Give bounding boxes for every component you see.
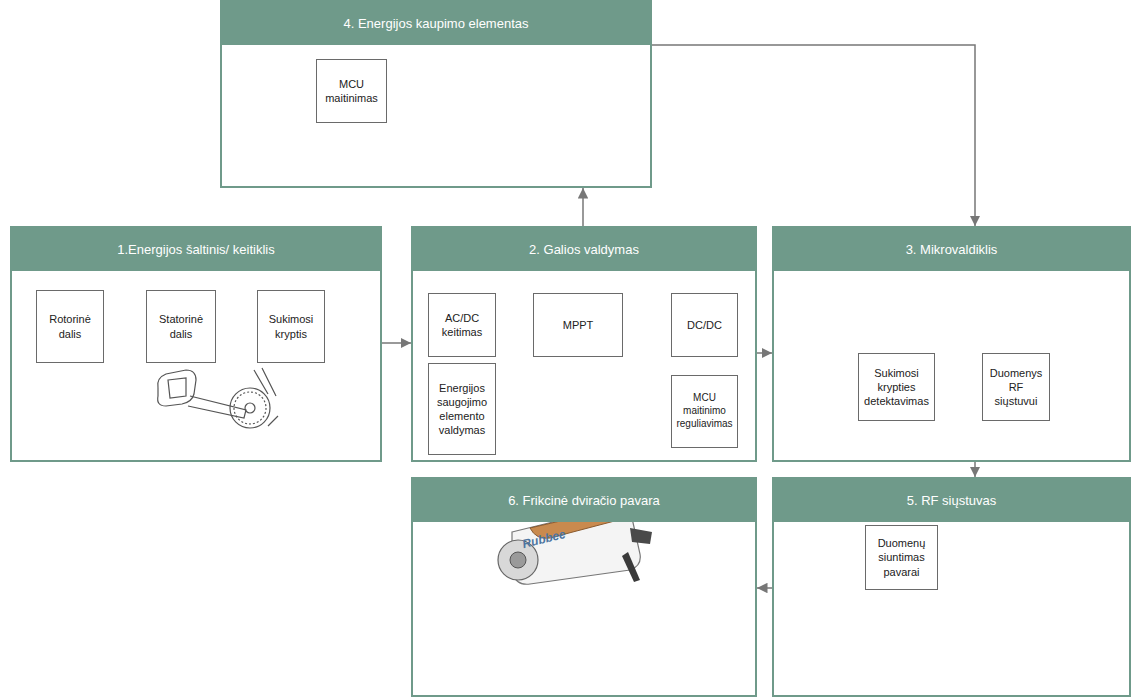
function-box: DC/DC	[671, 293, 738, 357]
flow-arrow	[757, 352, 772, 354]
function-label: Duomenys RF siųstuvui	[986, 366, 1046, 408]
flow-arrow	[382, 342, 411, 344]
function-label: MCU maitinimas	[320, 77, 383, 105]
block-panel: 3. MikrovaldiklisSukimosi krypties detek…	[772, 226, 1131, 462]
block-title: 6. Frikcinė dviračio pavara	[413, 479, 755, 522]
clamp-lever	[622, 552, 640, 582]
function-box: MPPT	[533, 293, 623, 357]
function-box: Duomenys RF siųstuvui	[982, 353, 1050, 421]
crank-sketch	[158, 368, 278, 428]
function-label: MPPT	[537, 318, 619, 332]
function-box: Sukimosi krypties detektavimas	[858, 353, 935, 421]
flow-arrow	[652, 45, 975, 226]
block-panel: 2. Galios valdymasAC/DC keitimas MPPT DC/D…	[411, 226, 757, 462]
pedal-body	[158, 370, 196, 406]
function-label: Rotorinė dalis	[40, 312, 100, 340]
block-title: 3. Mikrovaldiklis	[774, 228, 1129, 271]
flow-arrow	[757, 587, 772, 589]
function-label: DC/DC	[675, 318, 734, 332]
function-label: Duomenų siuntimas pavarai	[869, 536, 934, 578]
block-title: 5. RF siųstuvas	[774, 479, 1129, 522]
roller-hub	[510, 552, 526, 568]
function-label: MCU maitinimo reguliavimas	[675, 392, 734, 430]
chainring	[230, 388, 270, 428]
block-panel: 6. Frikcinė dviračio pavara	[411, 477, 757, 697]
function-label: AC/DC keitimas	[432, 311, 492, 339]
block-title: 1.Energijos šaltinis/ keitiklis	[12, 228, 380, 271]
block-panel: 1.Energijos šaltinis/ keitiklisRotorinė …	[10, 226, 382, 462]
function-label: Sukimosi krypties detektavimas	[862, 366, 931, 408]
block-panel: 4. Energijos kaupimo elementasMCU maitin…	[220, 0, 652, 188]
function-box: AC/DC keitimas	[428, 293, 496, 357]
block-title: 4. Energijos kaupimo elementas	[222, 2, 650, 45]
function-box: Sukimosi kryptis	[257, 290, 325, 363]
function-box: Statorinė dalis	[146, 290, 216, 363]
chainring-teeth	[234, 392, 266, 424]
pedal-inner	[168, 378, 186, 398]
block-title: 2. Galios valdymas	[413, 228, 755, 271]
crank-illustration	[150, 366, 280, 432]
function-label: Energijos saugojimo elemento valdymas	[432, 381, 492, 437]
frame-tubes	[254, 368, 278, 426]
flow-arrow	[582, 188, 584, 226]
function-label: Sukimosi kryptis	[261, 312, 321, 340]
function-label: Statorinė dalis	[150, 312, 212, 340]
function-box: Duomenų siuntimas pavarai	[865, 525, 938, 590]
crank-hub	[245, 403, 255, 413]
block-panel: 5. RF siųstuvasDuomenų siuntimas pavarai	[772, 477, 1131, 697]
function-box: Rotorinė dalis	[36, 290, 104, 363]
function-box: MCU maitinimas	[316, 59, 387, 123]
function-box: Energijos saugojimo elemento valdymas	[428, 363, 496, 455]
function-box: MCU maitinimo reguliavimas	[671, 375, 738, 448]
mount-clamp	[630, 528, 652, 544]
flow-arrow	[974, 462, 976, 477]
crank-arm	[188, 396, 246, 418]
